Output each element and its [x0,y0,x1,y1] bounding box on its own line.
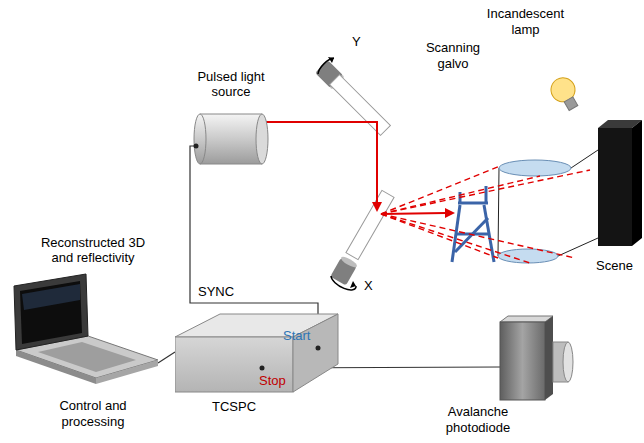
ray-arrowhead [445,208,455,218]
detector-label: Avalanche photodiode [418,404,538,435]
rotation-arrow [331,276,356,290]
field-of-view-line [498,168,499,256]
galvo-mirror [330,75,391,136]
tcspc-module-shape [175,312,340,396]
computer-label: Control and processing [38,398,148,429]
rotation-arrow-head [350,281,356,288]
galvo-label: Scanning galvo [418,40,488,71]
field-of-view-line [558,238,598,256]
photodiode-detector-node: Avalanche photodiode [418,312,578,435]
light-source-shape [186,106,276,166]
axis-label: Y [352,34,361,50]
rotation-arrow [318,58,334,74]
scene-label: Scene [596,258,633,274]
port-label: Start [283,328,310,344]
source-label: Pulsed light source [186,69,276,100]
port-label: Stop [259,373,286,389]
signal-label: SYNC [196,284,236,300]
signal-wire [158,352,175,363]
tcspc-module-node: StartStopTCSPC [175,312,340,415]
photodiode-detector-shape [418,312,578,402]
laptop-node: Reconstructed 3D and reflectivityControl… [8,226,178,429]
lamp-label: Incandescent lamp [478,6,573,37]
scene-box [598,120,642,246]
galvo-motor [330,255,358,286]
axis-label: X [364,278,373,294]
galvo-mirror [346,190,394,259]
scan-rays [381,166,590,263]
output-label: Reconstructed 3D and reflectivity [29,235,157,266]
field-of-view-line [571,150,598,168]
laptop-shape [8,270,178,398]
light-source-node: Pulsed light source [186,58,276,166]
scan-ellipse [499,160,571,176]
rotation-arrow-head [328,57,334,63]
lamp-icon [547,73,584,114]
laser-beam [266,122,377,203]
module-label: TCSPC [175,399,293,415]
tower-object [452,186,494,262]
beam-arrowhead [372,202,382,212]
laser-ray [381,213,446,214]
